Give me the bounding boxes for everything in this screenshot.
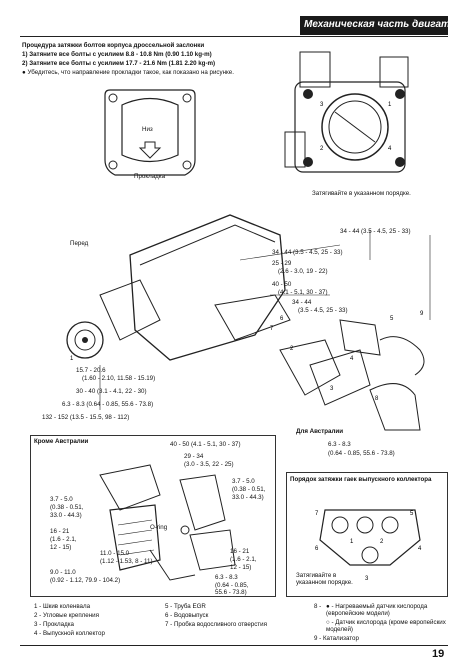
torque-label: 34 - 44 (3.5 - 4.5, 25 - 33) [272, 249, 343, 256]
exc-torque: 16 - 21 [230, 548, 250, 555]
svg-text:1: 1 [388, 102, 392, 108]
svg-text:3: 3 [365, 576, 369, 582]
throttle-body-diagram: 2 4 3 1 [284, 51, 409, 173]
legend-item: 1 - Шкив коленвала [34, 603, 91, 610]
procedure-note: ● Убедитесь, что направление прокладки т… [22, 69, 234, 76]
svg-text:4: 4 [350, 356, 354, 362]
exc-torque: (1.6 - 2.1, [50, 536, 77, 543]
except-australia-diagram [99, 464, 236, 581]
procedure-step-1: 1) Затяните все болты с усилием 8.8 - 10… [22, 51, 212, 58]
exc-torque: (1.6 - 2.1, [230, 556, 257, 563]
except-australia-label: Кроме Австралии [34, 438, 89, 445]
legend-item: 3 - Прокладка [34, 621, 74, 628]
footer-rule [20, 645, 448, 646]
gasket-diagram [104, 89, 196, 176]
exc-torque: 3.7 - 5.0 [50, 496, 73, 503]
gasket-label: Прокладка [134, 173, 166, 180]
procedure-title: Процедура затяжки болтов корпуса дроссел… [22, 42, 205, 49]
svg-text:1: 1 [70, 356, 74, 362]
header-bar [300, 16, 448, 35]
svg-text:6: 6 [280, 316, 284, 322]
australia-torque: (0.64 - 0.85, 55.6 - 73.8) [328, 450, 395, 457]
torque-label: (4.1 - 5.1, 30 - 37) [278, 289, 328, 296]
torque-label: 34 - 44 [292, 299, 312, 306]
torque-label: 40 - 50 [272, 281, 292, 288]
torque-label: 30 - 40 (3.1 - 4.1, 22 - 30) [76, 388, 147, 395]
svg-text:8: 8 [375, 396, 379, 402]
legend-item: ● - Нагреваемый датчик кислорода (европе… [326, 603, 428, 618]
page-header-title: Механическая часть двигателя [304, 19, 468, 30]
torque-label: (2.6 - 3.0, 19 - 22) [278, 268, 328, 275]
legend-item: 9 - Катализатор [314, 635, 359, 642]
front-label: Перед [70, 240, 89, 247]
legend-item: 2 - Угловые крепления [34, 612, 99, 619]
svg-text:3: 3 [330, 386, 334, 392]
legend-item: 4 - Выпускной коллектор [34, 630, 105, 637]
exc-torque: (0.38 - 0.51, [50, 504, 84, 511]
svg-text:5: 5 [410, 511, 414, 517]
exc-torque: 55.6 - 73.8) [215, 589, 247, 596]
svg-text:3: 3 [320, 102, 324, 108]
australia-label: Для Австралии [296, 428, 344, 435]
torque-label: 15.7 - 20.6 [76, 367, 106, 374]
exhaust-order-box [286, 472, 448, 597]
svg-text:2: 2 [290, 346, 294, 352]
page-number: 19 [432, 648, 445, 660]
exc-torque: (3.0 - 3.5, 22 - 25) [184, 461, 234, 468]
svg-text:7: 7 [315, 511, 319, 517]
exc-torque: 6.3 - 8.3 [215, 574, 238, 581]
exc-torque: 16 - 21 [50, 528, 70, 535]
exc-torque: (0.64 - 0.85, [215, 582, 249, 589]
exc-torque: (0.38 - 0.51, [232, 486, 266, 493]
svg-text:2: 2 [320, 146, 324, 152]
exc-torque: 9.0 - 11.0 [50, 569, 76, 576]
legend-item: 6 - Водовыпуск [165, 612, 209, 619]
exc-torque: 40 - 50 (4.1 - 5.1, 30 - 37) [170, 441, 241, 448]
legend-item: 5 - Труба EGR [165, 603, 206, 610]
throttle-caption: Затягивайте в указанном порядке. [312, 190, 411, 197]
procedure-step-2: 2) Затяните все болты с усилием 17.7 - 2… [22, 60, 216, 67]
torque-label: 6.3 - 8.3 (0.64 - 0.85, 55.6 - 73.8) [62, 401, 154, 408]
svg-text:2: 2 [380, 539, 384, 545]
exc-torque: 11.0 - 15.0 [100, 550, 130, 557]
torque-label: (3.5 - 4.5, 25 - 33) [298, 307, 348, 314]
exc-torque: 33.0 - 44.3) [232, 494, 264, 501]
torque-label: 132 - 152 (13.5 - 15.5, 98 - 112) [42, 414, 130, 421]
svg-text:4: 4 [418, 546, 422, 552]
torque-label: (1.60 - 2.10, 11.58 - 15.19) [82, 375, 156, 382]
engine-diagram: 9 5 1 4 3 2 8 6 7 [66, 214, 431, 431]
legend-item: ○ - Датчик кислорода (кроме европейских … [326, 619, 446, 634]
exc-torque: (0.92 - 1.12, 79.9 - 104.2) [50, 577, 121, 584]
exc-torque: 33.0 - 44.3) [50, 512, 82, 519]
torque-label: 34 - 44 (3.5 - 4.5, 25 - 33) [340, 228, 411, 235]
exc-torque: (1.12 - 1.53, 8 - 11) [100, 558, 153, 565]
svg-text:1: 1 [350, 539, 354, 545]
svg-text:5: 5 [390, 316, 394, 322]
svg-text:6: 6 [315, 546, 319, 552]
legend-item: 8 - [314, 603, 322, 610]
exhaust-manifold-diagram: 7 5 1 2 6 4 3 [315, 509, 422, 582]
svg-text:7: 7 [270, 326, 274, 332]
exhaust-order-caption: Затягивайте в указанном порядке. [296, 572, 353, 587]
gasket-down-label: Низ [142, 126, 153, 133]
exc-torque: 12 - 15) [50, 544, 72, 551]
svg-text:9: 9 [420, 311, 424, 317]
oring-label: O-ring [150, 524, 168, 531]
exc-torque: 29 - 34 [184, 453, 204, 460]
except-australia-box [30, 435, 276, 597]
torque-label: 25 - 29 [272, 260, 292, 267]
exc-torque: 12 - 15) [230, 564, 252, 571]
svg-text:4: 4 [388, 146, 392, 152]
header-rule [20, 36, 448, 37]
legend-item: 7 - Пробка водосливного отверстия [165, 621, 267, 628]
australia-torque: 6.3 - 8.3 [328, 441, 351, 448]
exhaust-order-title: Порядок затяжки гаек выпускного коллекто… [290, 476, 432, 483]
exc-torque: 3.7 - 5.0 [232, 478, 255, 485]
